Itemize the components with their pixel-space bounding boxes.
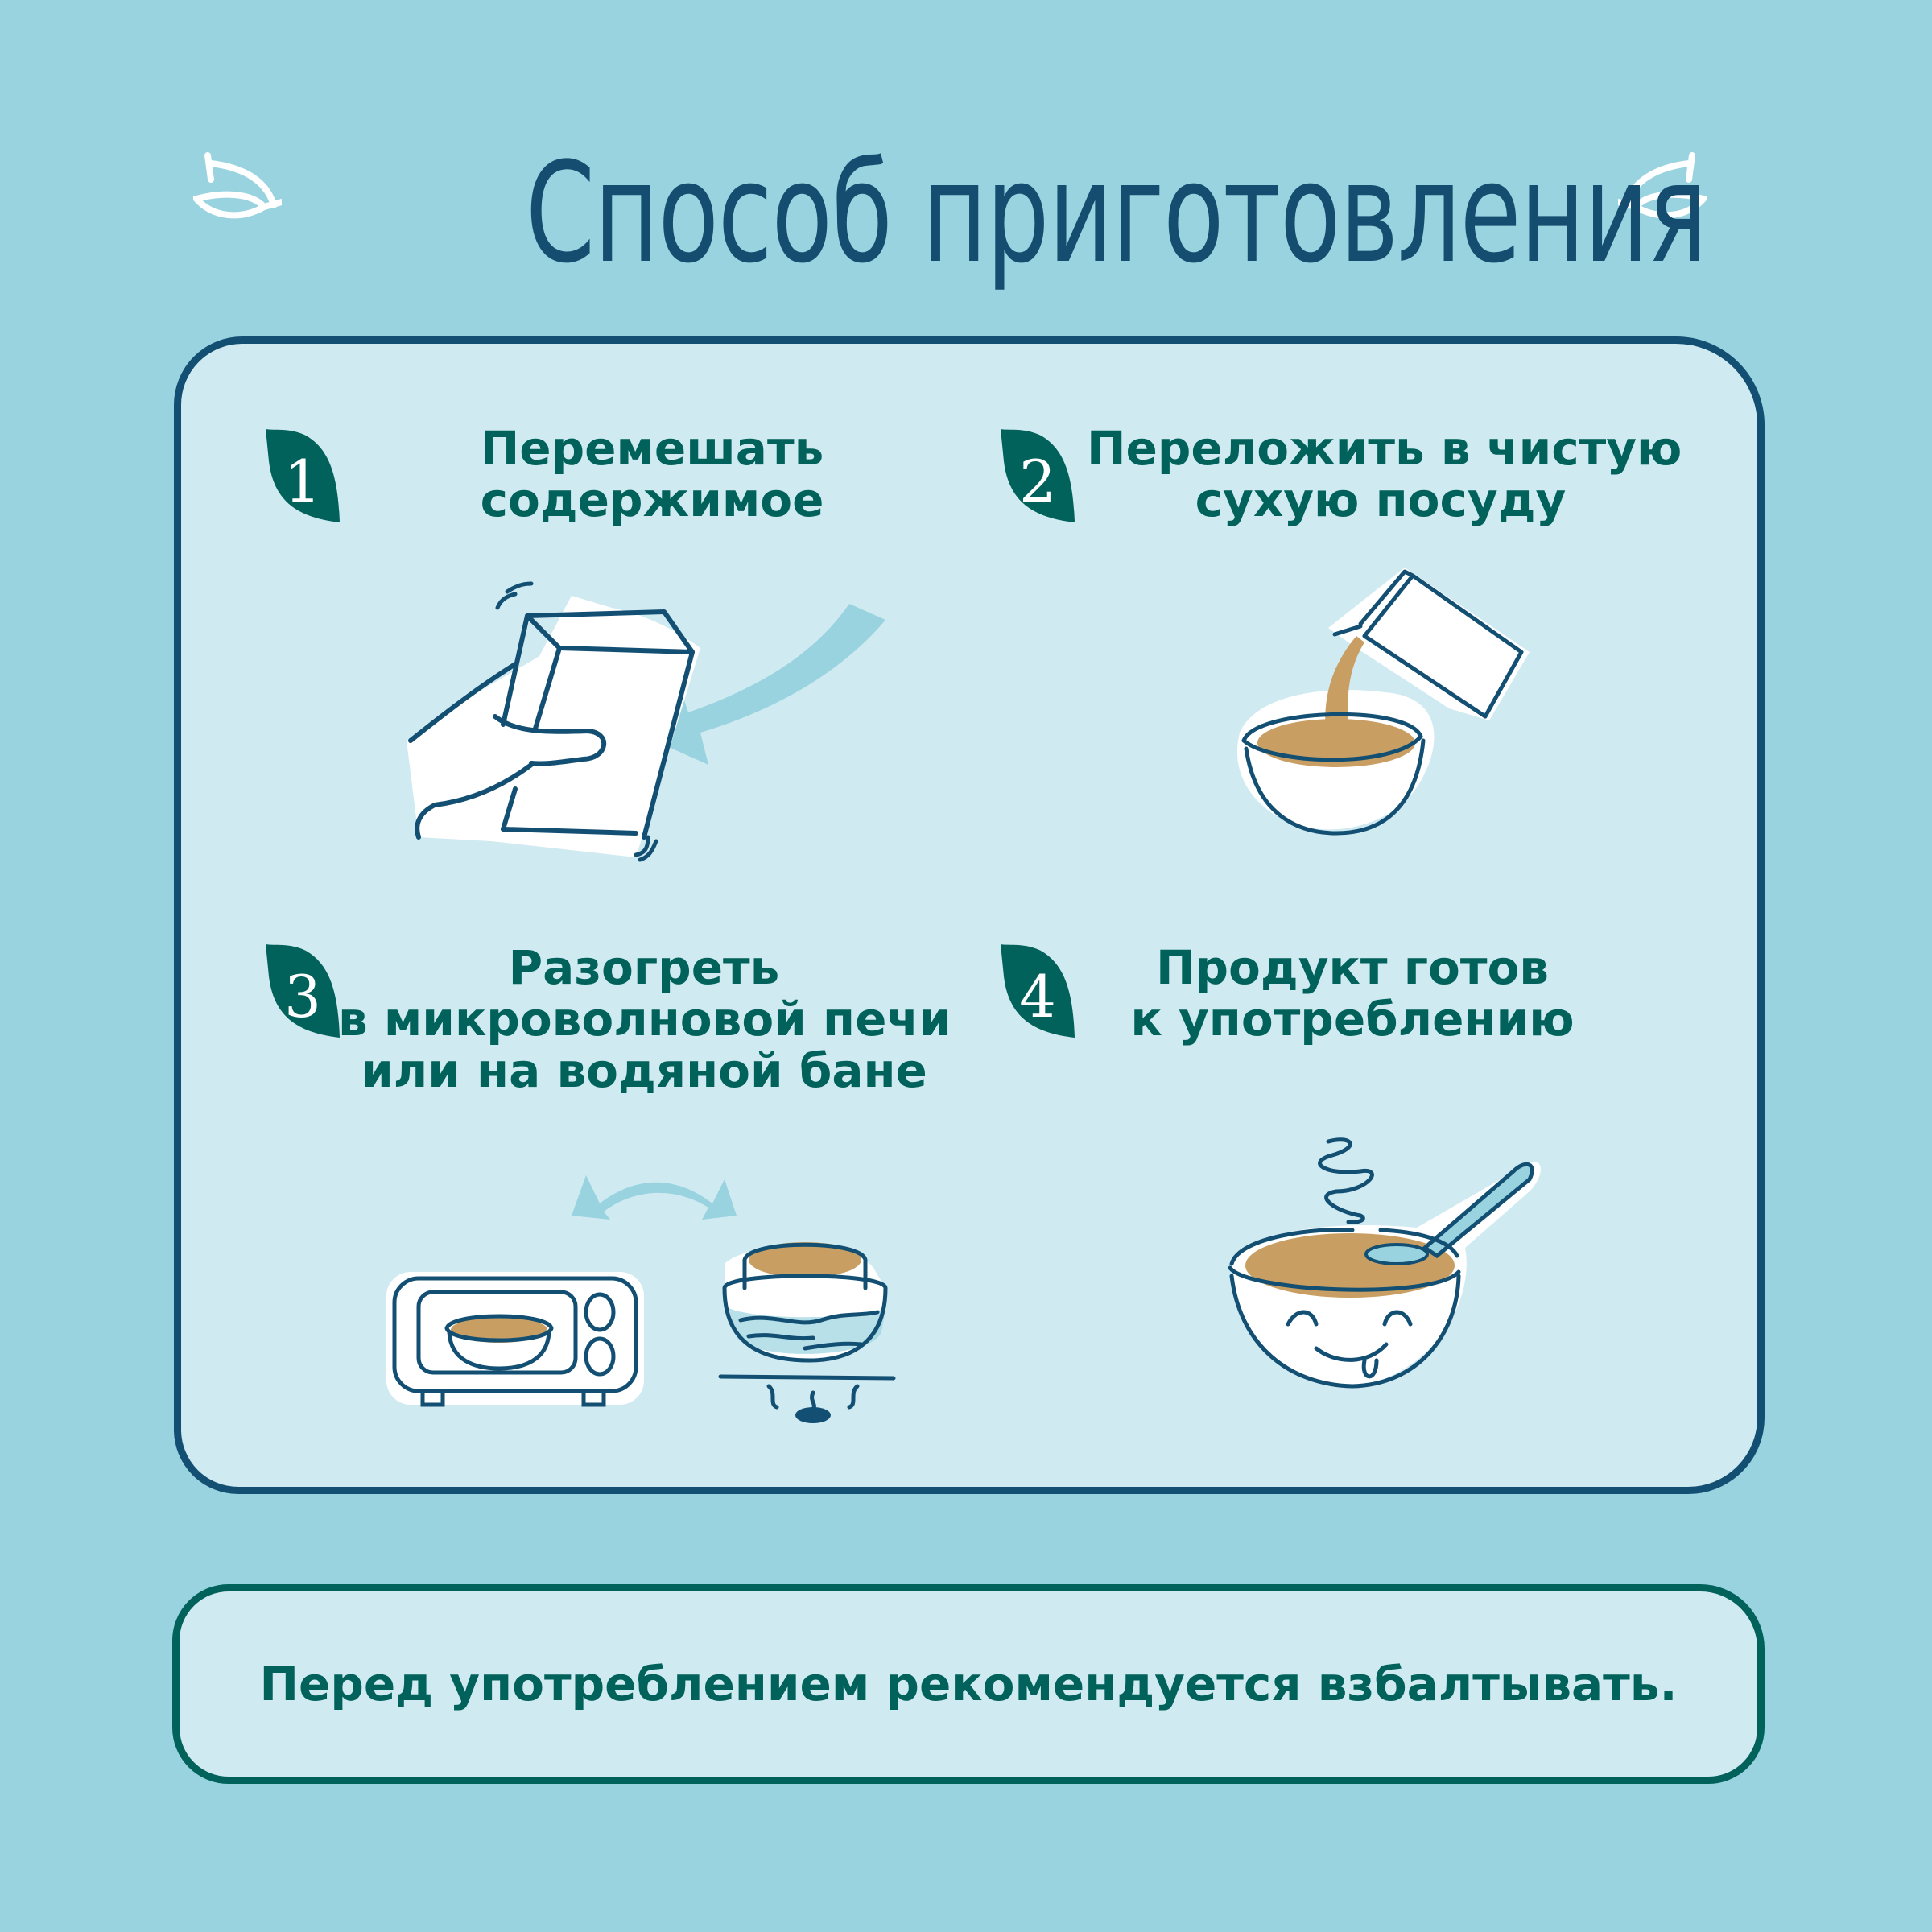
step-4-label: Продукт готов к употреблению xyxy=(1130,940,1575,1046)
step-2-number: 2 xyxy=(1019,448,1056,515)
step-3-number: 3 xyxy=(284,963,321,1030)
step-1-label: Перемешать содержимое xyxy=(480,421,824,527)
leaf-right-icon xyxy=(1618,149,1707,221)
step-4-badge: 4 xyxy=(1001,944,1078,1038)
microwave-and-water-bath-icon xyxy=(370,1127,934,1433)
step-1-number: 1 xyxy=(284,448,321,515)
page-title: Способ приготовления xyxy=(525,132,1708,294)
step-1-badge: 1 xyxy=(266,429,343,522)
step-2-badge: 2 xyxy=(1001,429,1078,522)
pouring-carton-into-bowl-icon xyxy=(1208,547,1562,869)
happy-bowl-with-spoon-icon xyxy=(1208,1127,1570,1433)
step-2-label: Переложить в чистую сухую посуду xyxy=(1087,421,1682,527)
hand-shaking-carton-icon xyxy=(394,572,918,869)
step-3-badge: 3 xyxy=(266,944,343,1038)
shake-note-box: Перед употреблением рекомендуется взбалт… xyxy=(172,1584,1765,1784)
step-3-label: Разогреть в микроволновой печи или на во… xyxy=(338,940,952,1098)
step-4-number: 4 xyxy=(1019,963,1056,1030)
leaf-left-icon xyxy=(193,149,282,221)
shake-note-text: Перед употреблением рекомендуется взбалт… xyxy=(259,1657,1678,1711)
